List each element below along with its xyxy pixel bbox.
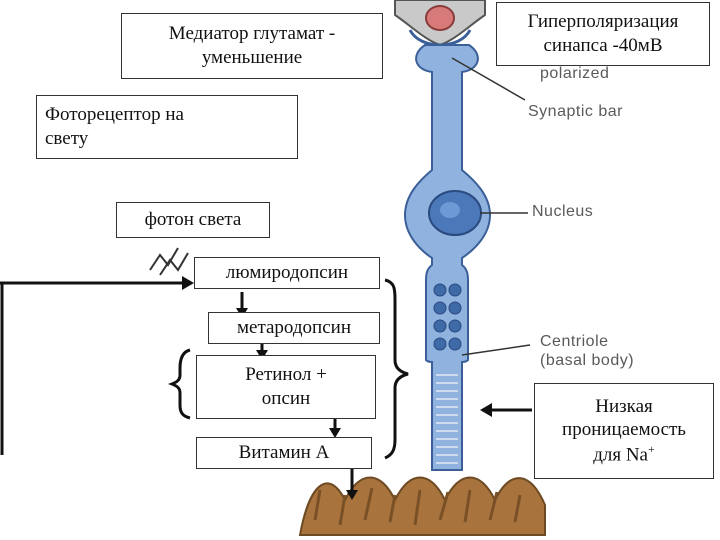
photoreceptor-line2: свету xyxy=(45,128,89,149)
left-brace xyxy=(167,348,191,420)
box-retinol: Ретинол + опсин xyxy=(196,355,376,419)
retinol-line2: опсин xyxy=(261,388,311,409)
hyperpol-line2: синапса -40мВ xyxy=(543,35,663,56)
mediator-line2: уменьшение xyxy=(201,47,303,68)
box-hyperpolarization: Гиперполяризация синапса -40мВ xyxy=(496,2,710,66)
retinol-line1: Ретинол + xyxy=(245,364,327,386)
metarhodopsin-label: метародопсин xyxy=(237,317,351,339)
label-synaptic-bar: Synaptic bar xyxy=(528,103,623,120)
box-vitamin-a: Витамин А xyxy=(196,437,372,469)
box-mediator: Медиатор глутамат - уменьшение xyxy=(121,13,383,79)
pigment-layer xyxy=(298,476,546,536)
permeability-line3: для Na+ xyxy=(593,442,655,467)
light-zigzag xyxy=(149,247,179,271)
permeability-line2: проницаемость xyxy=(562,419,686,441)
hyperpol-line1: Гиперполяризация xyxy=(527,11,679,33)
box-metarhodopsin: метародопсин xyxy=(208,312,380,344)
permeability-line1: Низкая xyxy=(595,395,653,417)
vitamin-a-label: Витамин А xyxy=(238,442,330,464)
permeability-na: для Na xyxy=(593,444,648,466)
photon-label: фотон света xyxy=(144,209,242,231)
box-lumirhodopsin: люмиродопсин xyxy=(194,257,380,289)
cell-body xyxy=(403,44,492,471)
synapse-terminal xyxy=(394,0,486,47)
label-centriole: Centriole xyxy=(540,333,609,350)
label-basal-body: (basal body) xyxy=(540,352,635,369)
right-brace xyxy=(384,278,409,460)
box-permeability: Низкая проницаемость для Na+ xyxy=(534,383,714,479)
label-polarized: polarized xyxy=(540,65,610,82)
mediator-line1: Медиатор глутамат - xyxy=(168,23,336,45)
permeability-sup: + xyxy=(648,442,655,457)
label-nucleus: Nucleus xyxy=(532,203,594,220)
box-photon: фотон света xyxy=(116,202,270,238)
photoreceptor-line1: Фоторецептор на xyxy=(45,104,184,126)
box-photoreceptor: Фоторецептор на свету xyxy=(36,95,298,159)
label-pointers xyxy=(451,57,531,356)
lumirhodopsin-label: люмиродопсин xyxy=(225,262,349,284)
